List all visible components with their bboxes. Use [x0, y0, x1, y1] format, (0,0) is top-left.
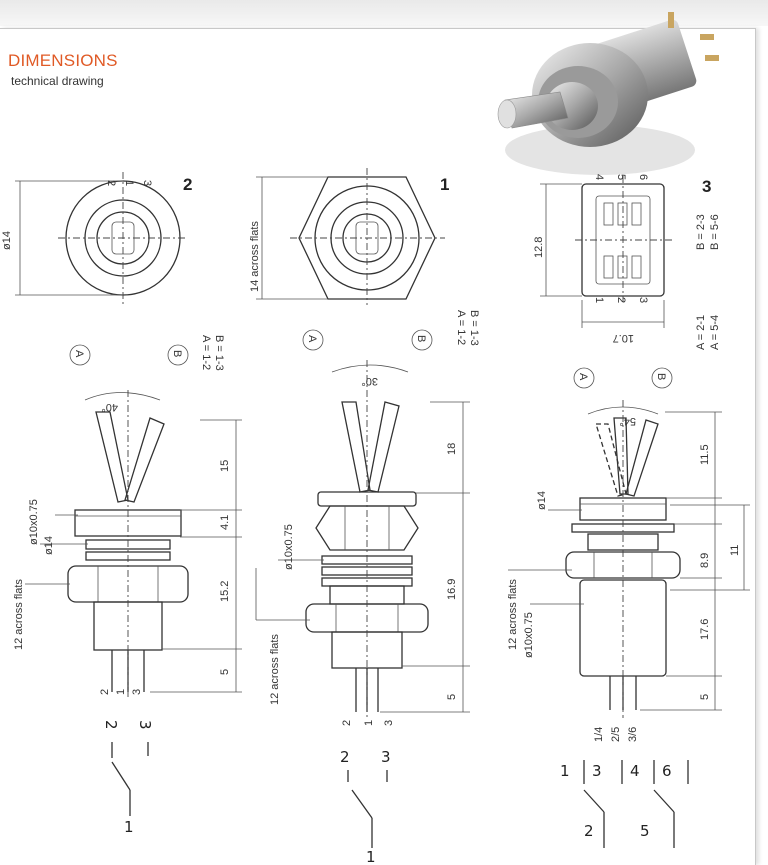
dim: 18	[446, 443, 458, 455]
schematic-label: 3	[381, 748, 391, 766]
dim: 11	[729, 545, 741, 556]
dim: 4.1	[219, 515, 231, 530]
position-label: B	[655, 373, 667, 380]
dim: 5	[219, 669, 231, 675]
view-number: 3	[702, 177, 711, 196]
dim-height: 12.8	[533, 237, 545, 258]
schematic-label: 6	[662, 762, 672, 780]
pin-label: 3	[383, 720, 395, 726]
schematic-label: 1	[560, 762, 570, 780]
pin-label: 2	[105, 180, 117, 186]
top-bar	[0, 0, 768, 26]
angle-label: 30°	[361, 375, 378, 387]
legend-a: A = 1-2	[200, 335, 212, 370]
legend-a: A = 1-2	[455, 310, 467, 345]
schematic-label: 1	[366, 848, 376, 864]
bushing-dia: ø14	[536, 491, 548, 510]
pin-label: 1	[115, 689, 127, 695]
nut-label: 12 across flats	[269, 634, 281, 705]
dim: 15.2	[219, 581, 231, 602]
angle-label: 54°	[619, 415, 636, 427]
page-subtitle: technical drawing	[11, 74, 104, 88]
product-photo	[497, 12, 719, 175]
position-label: B	[415, 335, 427, 342]
thread-label: ø10x0.75	[28, 499, 40, 545]
dim-diameter: ø14	[1, 231, 13, 250]
nut-label: 12 across flats	[507, 579, 519, 650]
pin-label: 3	[637, 297, 649, 303]
pin-label: 2	[341, 720, 353, 726]
dim: 5	[699, 694, 711, 700]
legend-b: B = 1-3	[213, 335, 225, 371]
view-1-schematic: 2 3 1	[340, 748, 391, 864]
position-label: B	[171, 350, 183, 357]
schematic-label: 3	[592, 762, 602, 780]
legend: A = 2-1	[695, 315, 707, 350]
dim: 17.6	[699, 619, 711, 640]
nut-label: 12 across flats	[13, 579, 25, 650]
schematic-label: 2	[340, 748, 350, 766]
pin-label: 1/4	[593, 727, 605, 742]
dim: 5	[446, 694, 458, 700]
pin-label: 2	[99, 689, 111, 695]
view-number: 2	[183, 175, 192, 194]
schematic-label: 4	[630, 762, 640, 780]
pin-label: 6	[637, 174, 649, 180]
pin-label: 1	[593, 297, 605, 303]
view-2-top: ø14 2 1 3	[1, 172, 188, 305]
pin-label: 2/5	[610, 727, 622, 742]
dim: 15	[219, 460, 231, 472]
view-3-schematic: 1 3 4 6 2 5	[560, 760, 689, 848]
position-label: A	[306, 335, 318, 343]
hex-label: 14 across flats	[249, 221, 261, 292]
position-label: A	[577, 373, 589, 381]
angle-label: 40°	[101, 401, 118, 413]
pin-label: 2	[615, 297, 627, 303]
pin-label: 1	[123, 180, 135, 186]
pin-label: 4	[593, 174, 605, 180]
view-3-top: 12.8 10.7 4 5 6 1 2 3 B = 2-3 A = 2-1 B …	[533, 174, 721, 350]
dim-width: 10.7	[613, 332, 634, 344]
pin-label: 3	[131, 689, 143, 695]
view-2-schematic: 2 3 1	[102, 720, 154, 836]
pin-label: 1	[363, 720, 375, 726]
legend: B = 5-6	[709, 214, 721, 250]
position-label: A	[73, 350, 85, 358]
dim: 8.9	[699, 553, 711, 568]
pin-label: 3/6	[627, 727, 639, 742]
view-1-side: A B A = 1-2 B = 1-3 30° 18 16.9 5 ø10x	[255, 310, 480, 726]
legend-b: B = 1-3	[468, 310, 480, 346]
dim: 16.9	[446, 579, 458, 600]
thread-label: ø10x0.75	[523, 612, 535, 658]
view-2-side: A B A = 1-2 B = 1-3 40° 15 4.1 15.2 5 ø1…	[13, 335, 242, 700]
legend: A = 5-4	[709, 315, 721, 350]
view-1-top: 14 across flats	[249, 168, 445, 305]
legend: B = 2-3	[695, 214, 707, 250]
schematic-label: 2	[584, 822, 594, 840]
schematic-label: 1	[124, 818, 134, 836]
pin-label: 3	[141, 180, 153, 186]
page-title: DIMENSIONS	[8, 51, 118, 70]
thread-label: ø10x0.75	[283, 524, 295, 570]
schematic-label: 2	[102, 720, 120, 730]
schematic-label: 5	[640, 822, 650, 840]
pin-label: 5	[615, 174, 627, 180]
bushing-dia: ø14	[43, 536, 55, 555]
schematic-label: 3	[136, 720, 154, 730]
view-number: 1	[440, 175, 449, 194]
dim: 11.5	[699, 444, 711, 465]
view-3-side: A B 54° 11.5 8.9 11 17.6 5 ø	[507, 367, 750, 742]
